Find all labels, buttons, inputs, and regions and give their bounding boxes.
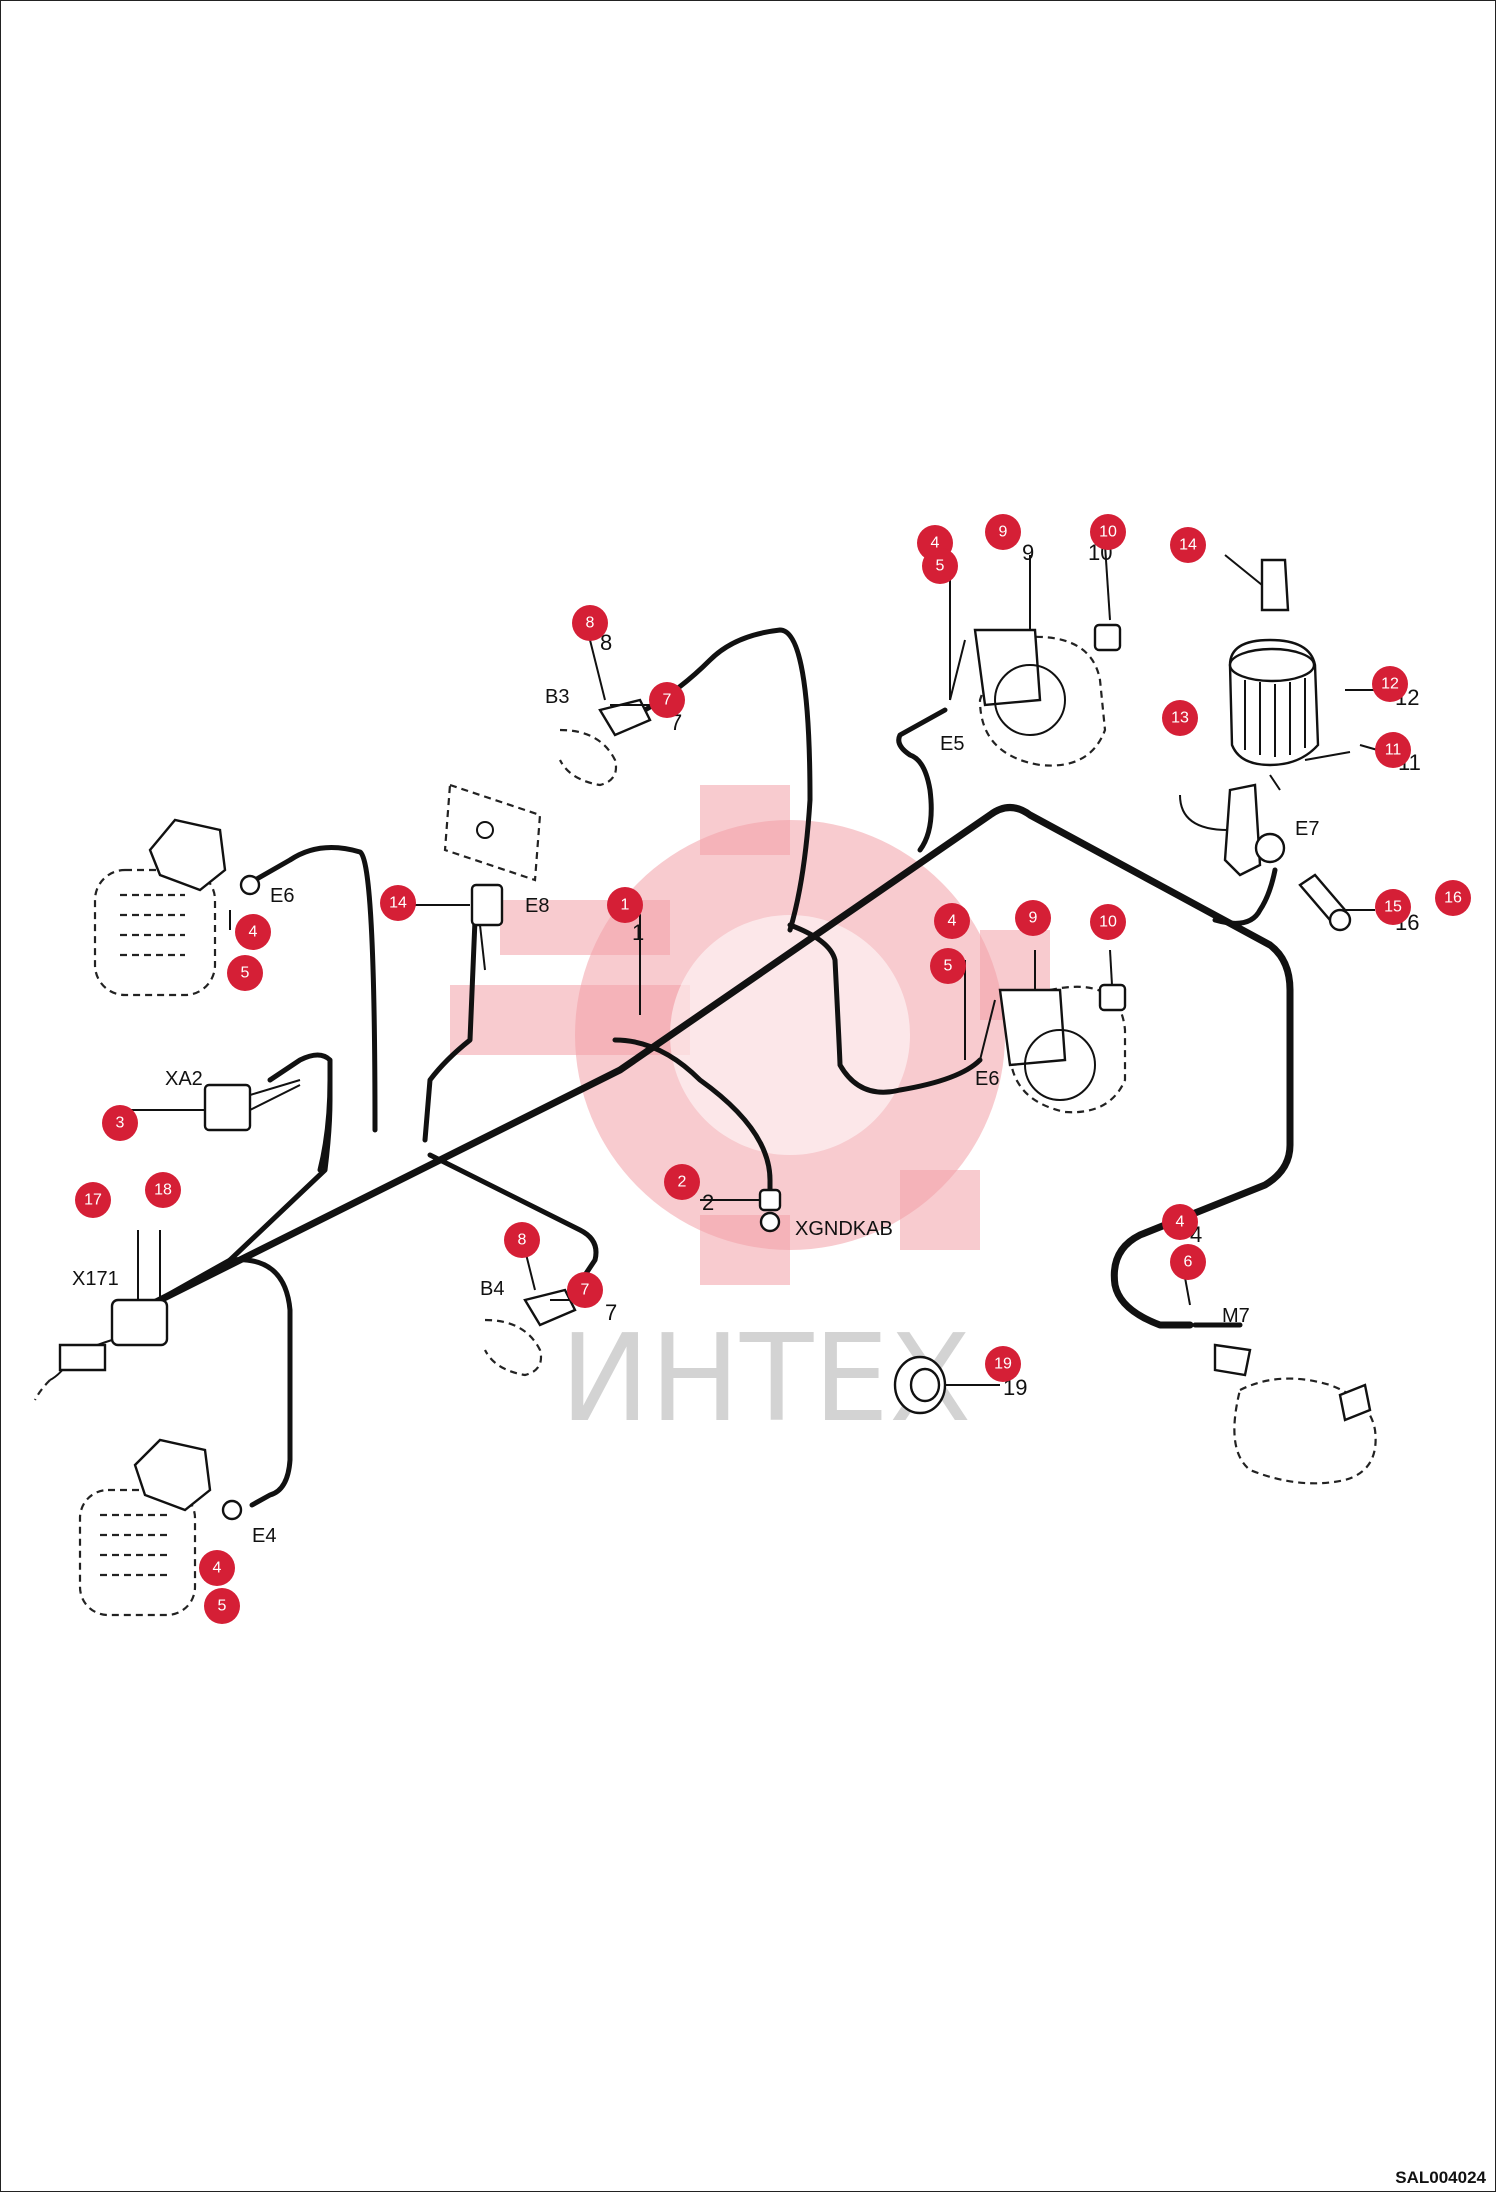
callout-5-upper-left[interactable]: 5 xyxy=(227,955,263,991)
callout-12[interactable]: 12 xyxy=(1372,666,1408,702)
svg-text:9: 9 xyxy=(1029,910,1038,927)
callout-14-e8[interactable]: 14 xyxy=(380,885,416,921)
callout-8-b4[interactable]: 8 xyxy=(504,1222,540,1258)
num-1: 1 xyxy=(632,920,644,945)
callout-5-upper[interactable]: 5 xyxy=(922,548,958,584)
switch-b3 xyxy=(559,698,652,787)
cab-light-e8 xyxy=(443,783,542,971)
num-2: 2 xyxy=(702,1190,714,1215)
svg-text:8: 8 xyxy=(586,615,595,632)
callout-4-lower-left[interactable]: 4 xyxy=(199,1550,235,1586)
svg-text:7: 7 xyxy=(663,692,672,709)
label-xgndkab: XGNDKAB xyxy=(795,1218,893,1240)
svg-text:14: 14 xyxy=(1179,537,1197,554)
callout-4-middle[interactable]: 4 xyxy=(934,903,970,939)
callout-16[interactable]: 16 xyxy=(1435,880,1471,916)
svg-text:3: 3 xyxy=(116,1115,125,1132)
label-xa2: XA2 xyxy=(165,1068,203,1090)
svg-text:5: 5 xyxy=(944,958,953,975)
label-m7: M7 xyxy=(1222,1305,1250,1327)
label-x171: X171 xyxy=(72,1268,119,1290)
svg-text:15: 15 xyxy=(1384,899,1402,916)
callout-1[interactable]: 1 xyxy=(607,887,643,923)
svg-text:4: 4 xyxy=(249,924,258,941)
callout-17[interactable]: 17 xyxy=(75,1182,111,1218)
svg-text:8: 8 xyxy=(518,1232,527,1249)
svg-text:13: 13 xyxy=(1171,710,1189,727)
svg-text:9: 9 xyxy=(999,524,1008,541)
callout-7-b4[interactable]: 7 xyxy=(567,1272,603,1308)
label-e6: E6 xyxy=(975,1068,999,1090)
svg-text:10: 10 xyxy=(1099,914,1117,931)
work-light-upper-left xyxy=(93,818,261,997)
grommet-19 xyxy=(893,1355,1000,1415)
horn-upper xyxy=(949,628,1107,767)
drawing-code: SAL004024 xyxy=(1395,2168,1486,2187)
num-8a: 8 xyxy=(600,630,612,655)
horn-middle xyxy=(979,985,1127,1114)
label-b3: B3 xyxy=(545,686,569,708)
svg-text:7: 7 xyxy=(581,1282,590,1299)
svg-text:5: 5 xyxy=(936,558,945,575)
svg-text:2: 2 xyxy=(678,1174,687,1191)
switch-b4 xyxy=(484,1288,577,1377)
svg-text:17: 17 xyxy=(84,1192,102,1209)
label-e5: E5 xyxy=(940,733,964,755)
label-e8: E8 xyxy=(525,895,549,917)
callout-11[interactable]: 11 xyxy=(1375,732,1411,768)
svg-text:11: 11 xyxy=(1385,742,1402,759)
connector-x171 xyxy=(34,1298,169,1401)
svg-text:10: 10 xyxy=(1099,524,1117,541)
callout-8-b3[interactable]: 8 xyxy=(572,605,608,641)
relay-middle xyxy=(1098,983,1127,1012)
motor-m7 xyxy=(1213,1343,1377,1485)
label-e4: E4 xyxy=(252,1525,276,1547)
label-b4: B4 xyxy=(480,1278,504,1300)
screw-15 xyxy=(1298,873,1352,932)
svg-text:5: 5 xyxy=(218,1598,227,1615)
svg-text:4: 4 xyxy=(213,1560,222,1577)
callout-5-middle[interactable]: 5 xyxy=(930,948,966,984)
work-light-lower-left xyxy=(78,1438,243,1617)
callout-6[interactable]: 6 xyxy=(1170,1244,1206,1280)
label-e6-left: E6 xyxy=(270,885,294,907)
callout-3[interactable]: 3 xyxy=(102,1105,138,1141)
svg-text:1: 1 xyxy=(621,897,630,914)
callout-13[interactable]: 13 xyxy=(1162,700,1198,736)
callout-19[interactable]: 19 xyxy=(985,1346,1021,1382)
svg-text:19: 19 xyxy=(994,1356,1012,1373)
callout-10-middle[interactable]: 10 xyxy=(1090,904,1126,940)
callout-4-upper-left[interactable]: 4 xyxy=(235,914,271,950)
callout-4-right[interactable]: 4 xyxy=(1162,1204,1198,1240)
callout-15[interactable]: 15 xyxy=(1375,889,1411,925)
num-9a: 9 xyxy=(1022,540,1034,565)
callout-9-upper[interactable]: 9 xyxy=(985,514,1021,550)
callout-2[interactable]: 2 xyxy=(664,1164,700,1200)
svg-text:14: 14 xyxy=(389,895,407,912)
num-7b: 7 xyxy=(605,1300,617,1325)
svg-text:18: 18 xyxy=(154,1182,172,1199)
svg-text:6: 6 xyxy=(1184,1254,1193,1271)
ground-xgndkab xyxy=(758,1188,782,1233)
label-e7: E7 xyxy=(1295,818,1319,840)
callout-9-middle[interactable]: 9 xyxy=(1015,900,1051,936)
beacon-e7 xyxy=(1179,638,1351,877)
callout-14-upper[interactable]: 14 xyxy=(1170,527,1206,563)
svg-text:4: 4 xyxy=(931,535,940,552)
svg-text:5: 5 xyxy=(241,965,250,982)
svg-text:12: 12 xyxy=(1381,676,1399,693)
callout-7-b3[interactable]: 7 xyxy=(649,682,685,718)
svg-text:16: 16 xyxy=(1444,890,1462,907)
callout-18[interactable]: 18 xyxy=(145,1172,181,1208)
svg-text:4: 4 xyxy=(948,913,957,930)
connector-xa2 xyxy=(203,1079,301,1132)
bulb-14 xyxy=(1224,554,1290,612)
relay-upper xyxy=(1093,623,1122,652)
callout-5-lower-left[interactable]: 5 xyxy=(204,1588,240,1624)
callout-10-upper[interactable]: 10 xyxy=(1090,514,1126,550)
svg-text:4: 4 xyxy=(1176,1214,1185,1231)
harness-wires xyxy=(146,627,1294,1508)
